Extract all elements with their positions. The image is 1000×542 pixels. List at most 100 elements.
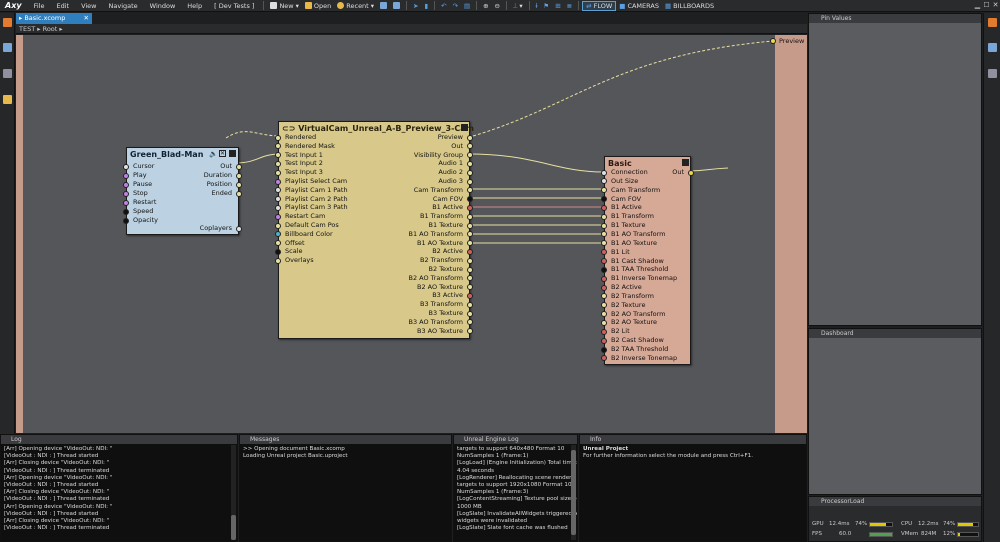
- pin-connector[interactable]: [601, 311, 607, 318]
- log-scrollbar[interactable]: [231, 445, 236, 540]
- pin-connector[interactable]: [275, 248, 281, 255]
- pin-connector[interactable]: [467, 204, 473, 211]
- pin-connector[interactable]: [123, 190, 129, 197]
- menu-edit[interactable]: Edit: [56, 1, 70, 10]
- pin-connector[interactable]: [601, 266, 607, 273]
- menu-file[interactable]: File: [33, 1, 45, 10]
- menu-help[interactable]: Help: [187, 1, 203, 10]
- pin-connector[interactable]: [467, 275, 473, 282]
- pin-connector[interactable]: [123, 217, 129, 224]
- pin-connector[interactable]: [601, 187, 607, 194]
- pin-connector[interactable]: [601, 249, 607, 256]
- close-tab-icon[interactable]: ✕: [83, 14, 89, 22]
- speaker-icon[interactable]: 🔈: [209, 150, 218, 158]
- pin-connector[interactable]: [275, 178, 281, 185]
- pin-connector[interactable]: [467, 196, 473, 203]
- pin-connector[interactable]: [688, 169, 694, 176]
- pin-connector[interactable]: [123, 181, 129, 188]
- pin-connector[interactable]: [467, 319, 473, 326]
- outline-icon[interactable]: [988, 69, 997, 78]
- pin-connector[interactable]: [601, 346, 607, 353]
- pin-connector[interactable]: [601, 169, 607, 176]
- pin-connector[interactable]: [467, 310, 473, 317]
- document-tab[interactable]: ▸ Basic.xcomp ✕: [16, 13, 92, 24]
- zoom-in-button[interactable]: ⊕: [480, 2, 491, 10]
- billboards-tab[interactable]: ▦BILLBOARDS: [662, 2, 717, 10]
- new-button[interactable]: New ▾: [267, 2, 301, 10]
- pin-connector[interactable]: [467, 301, 473, 308]
- pin-connector[interactable]: [601, 328, 607, 335]
- menu-dev-tests[interactable]: [ Dev Tests ]: [214, 1, 255, 10]
- pin-connector[interactable]: [601, 258, 607, 264]
- close-node-icon[interactable]: ✕: [219, 150, 226, 157]
- pin-connector[interactable]: [467, 152, 473, 159]
- pin-connector[interactable]: [275, 240, 281, 247]
- menu-navigate[interactable]: Navigate: [108, 1, 138, 10]
- pin-connector[interactable]: [275, 169, 281, 176]
- recent-button[interactable]: Recent ▾: [334, 2, 377, 10]
- pin-connector[interactable]: [601, 196, 607, 203]
- pin-connector[interactable]: [275, 204, 281, 211]
- maximize-icon[interactable]: ☐: [983, 1, 990, 9]
- pin-connector[interactable]: [601, 337, 607, 344]
- minimize-icon[interactable]: ▁: [974, 1, 981, 9]
- pin-connector[interactable]: [601, 240, 607, 247]
- pin-connector[interactable]: [275, 152, 281, 159]
- pin-connector[interactable]: [236, 190, 242, 197]
- node-menu-icon[interactable]: [461, 124, 468, 131]
- modules-icon[interactable]: [3, 43, 12, 52]
- pin-connector[interactable]: [601, 355, 607, 362]
- pin-connector[interactable]: [601, 293, 607, 300]
- pin-connector[interactable]: [601, 231, 607, 238]
- pin-connector[interactable]: [601, 204, 607, 211]
- bookmark-button[interactable]: ⚑: [540, 2, 552, 10]
- properties-icon[interactable]: [988, 18, 997, 27]
- pin-connector[interactable]: [236, 172, 242, 179]
- pin-connector[interactable]: [601, 319, 607, 326]
- pin-connector[interactable]: [601, 275, 607, 282]
- node-menu-icon[interactable]: [229, 150, 236, 157]
- step-button[interactable]: ▮: [421, 2, 431, 10]
- node-menu-icon[interactable]: [682, 159, 689, 166]
- zoom-out-button[interactable]: ⊖: [492, 2, 503, 10]
- pin-connector[interactable]: [236, 225, 242, 232]
- pin-connector[interactable]: [467, 266, 473, 273]
- pin-connector[interactable]: [467, 160, 473, 167]
- unreal-log-scrollbar[interactable]: [571, 445, 576, 540]
- pin-connector[interactable]: [601, 178, 607, 185]
- pin-connector[interactable]: [601, 302, 607, 309]
- inspector-icon[interactable]: [988, 43, 997, 52]
- pin-connector[interactable]: [275, 187, 281, 194]
- layout-button[interactable]: ▤: [461, 2, 473, 10]
- pin-connector[interactable]: [123, 163, 129, 170]
- save-button[interactable]: [377, 2, 390, 9]
- pin-connector[interactable]: [467, 240, 473, 247]
- pin-connector[interactable]: [467, 213, 473, 220]
- pin-connector[interactable]: [601, 284, 607, 291]
- library-icon[interactable]: [3, 18, 12, 27]
- close-icon[interactable]: ✕: [992, 1, 999, 9]
- pin-connector[interactable]: [275, 213, 281, 220]
- open-button[interactable]: Open: [302, 2, 334, 10]
- pin-connector[interactable]: [467, 292, 473, 299]
- pin-connector[interactable]: [467, 284, 473, 291]
- preview-pin[interactable]: [770, 38, 776, 44]
- pin-connector[interactable]: [601, 222, 607, 229]
- pin-connector[interactable]: [275, 231, 281, 238]
- pin-connector[interactable]: [467, 248, 473, 255]
- pin-connector[interactable]: [467, 169, 473, 176]
- pin-connector[interactable]: [601, 213, 607, 220]
- layers-button[interactable]: ≣: [564, 2, 575, 10]
- breadcrumb-root[interactable]: TEST: [19, 25, 36, 33]
- pin-connector[interactable]: [275, 160, 281, 167]
- pin-connector[interactable]: [236, 163, 242, 170]
- pin-connector[interactable]: [467, 143, 473, 150]
- pin-connector[interactable]: [236, 181, 242, 188]
- pin-connector[interactable]: [467, 231, 473, 238]
- pin-connector[interactable]: [123, 208, 129, 215]
- pin-connector[interactable]: [467, 178, 473, 185]
- pin-connector[interactable]: [123, 172, 129, 179]
- assets-icon[interactable]: [3, 95, 12, 104]
